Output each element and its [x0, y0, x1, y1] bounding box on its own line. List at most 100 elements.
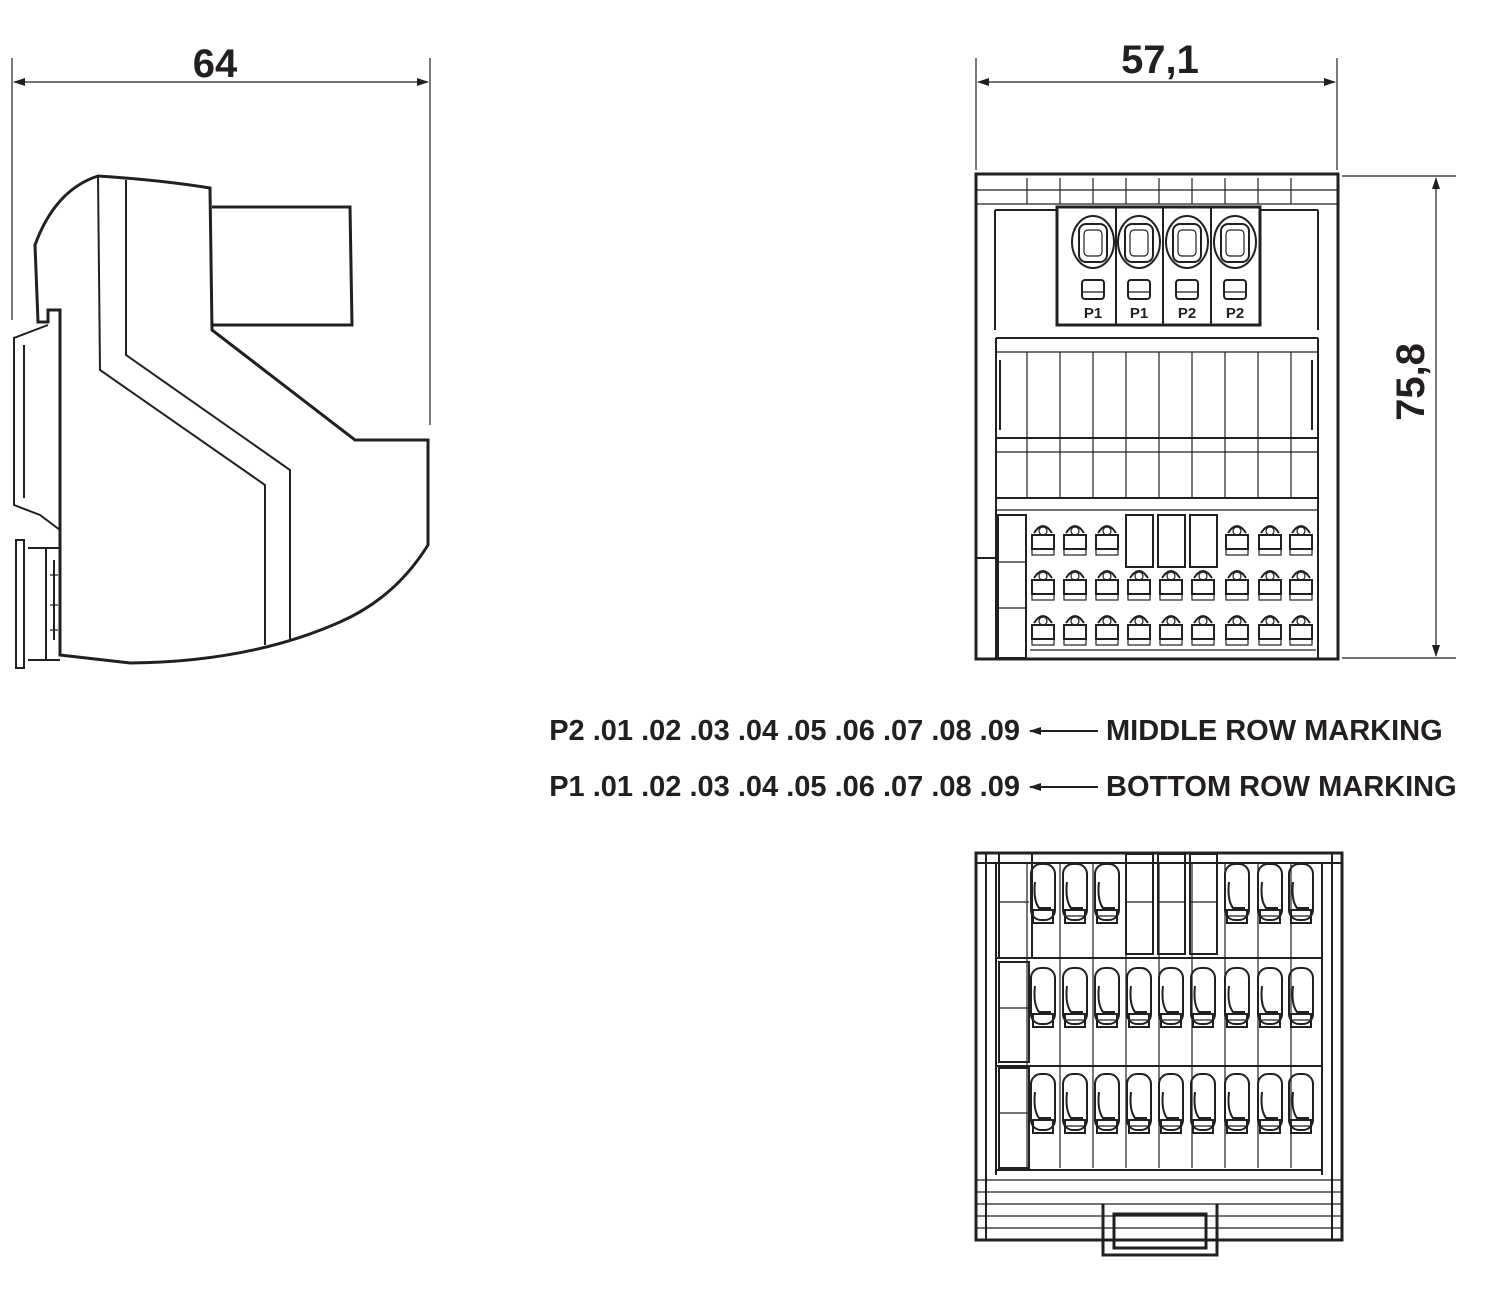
terminal-lever: [1129, 615, 1149, 624]
top-terminal-lever: [1161, 1091, 1179, 1119]
terminal-opening: [1127, 579, 1151, 595]
plug-label: P1: [1084, 305, 1102, 322]
plug-socket-core: [1225, 229, 1245, 257]
terminal-lever: [1097, 570, 1117, 579]
plug-socket-inner: [1220, 223, 1250, 263]
terminal-base: [1225, 638, 1249, 646]
side-contour-rear: [125, 180, 291, 640]
top-terminal-rows: [1030, 853, 1314, 1134]
terminal-lever: [1227, 615, 1247, 624]
terminal-lever: [1033, 525, 1053, 534]
top-latch: [1101, 1204, 1219, 1257]
terminal-opening: [1031, 624, 1055, 640]
bridge-slot: [1125, 514, 1154, 568]
terminal-lever: [1129, 570, 1149, 579]
terminal-pin: [1070, 616, 1080, 626]
side-housing-outline: [33, 174, 430, 665]
terminal-opening: [1063, 579, 1087, 595]
terminal-lever: [1227, 525, 1247, 534]
plug-socket-outer: [1165, 215, 1209, 269]
front-end-plate: [997, 514, 1027, 659]
terminal-base: [1095, 593, 1119, 601]
terminal-lever: [1260, 570, 1280, 579]
side-view: 64: [11, 42, 431, 669]
terminal-lever: [1193, 570, 1213, 579]
dimension-label-75-8: 75,8: [1389, 343, 1433, 421]
top-terminal-body: [1288, 863, 1314, 921]
terminal-opening: [1225, 579, 1249, 595]
plug-socket-core: [1083, 229, 1103, 257]
top-terminal-lever: [1291, 1091, 1309, 1119]
plug-socket-inner: [1172, 223, 1202, 263]
terminal-lever: [1065, 525, 1085, 534]
terminal-opening: [1063, 624, 1087, 640]
top-terminal-lever: [1227, 881, 1245, 909]
top-terminal-body: [1094, 967, 1120, 1025]
terminal-lever: [1227, 570, 1247, 579]
terminal-pin: [1232, 571, 1242, 581]
top-terminal-lever: [1033, 881, 1051, 909]
top-terminal-lever: [1097, 985, 1115, 1013]
terminal-opening: [1159, 624, 1183, 640]
top-terminal-lever: [1291, 881, 1309, 909]
plug-socket-inner: [1078, 223, 1108, 263]
top-terminal-body: [1257, 863, 1283, 921]
plug-socket-outer: [1071, 215, 1115, 269]
terminal-pin: [1296, 616, 1306, 626]
top-terminal-opening: [1032, 1013, 1054, 1028]
bridge-slot: [1189, 514, 1218, 568]
top-terminal-lever: [1291, 985, 1309, 1013]
bridge-slot: [1157, 514, 1186, 568]
middle-row-codes: P2 .01 .02 .03 .04 .05 .06 .07 .08 .09: [549, 715, 1020, 747]
top-end-plate: [998, 961, 1030, 1063]
side-connector-block: [212, 205, 354, 327]
terminal-lever: [1260, 525, 1280, 534]
plug-release-tab: [1081, 279, 1105, 300]
top-terminal-lever: [1227, 1091, 1245, 1119]
terminal-lever: [1097, 615, 1117, 624]
top-bridge-slot: [1189, 853, 1218, 955]
top-terminal-body: [1030, 863, 1056, 921]
plug-socket-core: [1129, 229, 1149, 257]
top-terminal-body: [1190, 967, 1216, 1025]
terminal-pin: [1038, 616, 1048, 626]
dimension-width-side: 64: [11, 42, 431, 425]
top-terminal-lever: [1097, 881, 1115, 909]
plug-release-tab: [1223, 279, 1247, 300]
top-terminal-body: [1224, 1073, 1250, 1131]
terminal-pin: [1166, 616, 1176, 626]
bottom-row-codes: P1 .01 .02 .03 .04 .05 .06 .07 .08 .09: [549, 771, 1020, 803]
top-terminal-body: [1288, 967, 1314, 1025]
terminal-pin: [1070, 526, 1080, 536]
terminal-lever: [1291, 615, 1311, 624]
dimension-height-front: 75,8: [1342, 175, 1456, 659]
terminal-pin: [1102, 571, 1112, 581]
terminal-lever: [1260, 615, 1280, 624]
terminal-opening: [1031, 534, 1055, 550]
top-terminal-lever: [1161, 985, 1179, 1013]
top-terminal-body: [1126, 1073, 1152, 1131]
terminal-base: [1191, 638, 1215, 646]
top-terminal-lever: [1033, 1091, 1051, 1119]
terminal-base: [1063, 593, 1087, 601]
plug-label: P1: [1130, 305, 1148, 322]
terminal-pin: [1296, 571, 1306, 581]
terminal-lever: [1033, 615, 1053, 624]
terminal-base: [1031, 593, 1055, 601]
top-terminal-body: [1126, 967, 1152, 1025]
top-terminal-lever: [1065, 985, 1083, 1013]
terminal-opening: [1095, 579, 1119, 595]
terminal-base: [1031, 548, 1055, 556]
terminal-pin: [1102, 526, 1112, 536]
row-markings: P2 .01 .02 .03 .04 .05 .06 .07 .08 .09 M…: [549, 715, 1456, 803]
terminal-pin: [1198, 571, 1208, 581]
terminal-opening: [1289, 579, 1313, 595]
terminal-pin: [1265, 526, 1275, 536]
plug-socket-outer: [1213, 215, 1257, 269]
terminal-opening: [1191, 624, 1215, 640]
terminal-base: [1127, 593, 1151, 601]
terminal-opening: [1095, 624, 1119, 640]
terminal-opening: [1063, 534, 1087, 550]
top-terminal-lever: [1129, 985, 1147, 1013]
plug-socket-core: [1177, 229, 1197, 257]
